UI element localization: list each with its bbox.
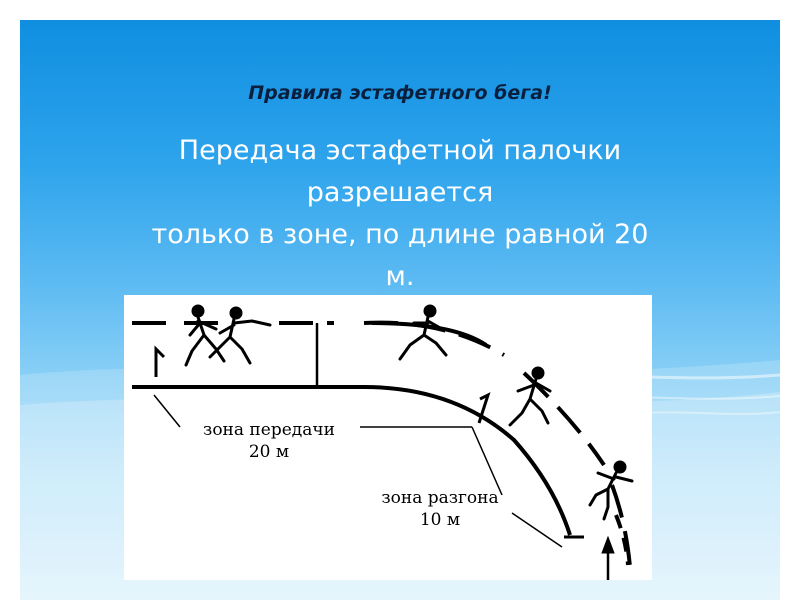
curve-flag-marker [477, 392, 491, 424]
handoff-zone-name: зона передачи [203, 420, 335, 440]
outer-dashed-curve [614, 514, 630, 566]
runner-icon [398, 304, 448, 361]
slide-subtitle: Передача эстафетной палочки разрешается … [40, 130, 760, 298]
subtitle-line: Передача эстафетной палочки [178, 135, 622, 166]
acceleration-zone-name: зона разгона [381, 488, 499, 508]
slide-title: Правила эстафетного бега! [248, 82, 552, 104]
accel-pointer-line [471, 426, 503, 496]
acceleration-zone-label: зона разгона 10 м [360, 487, 520, 531]
finish-arrow-head [601, 535, 615, 554]
inner-lane-line [132, 385, 572, 536]
relay-zone-diagram: зона передачи 20 м зона разгона 10 м [124, 295, 652, 580]
accel-pointer-line-2 [511, 512, 563, 548]
handoff-pointer-line [153, 394, 181, 428]
middle-lane-line [371, 321, 488, 347]
handoff-zone-label: зона передачи 20 м [179, 419, 359, 463]
start-flag-marker [154, 345, 166, 377]
subtitle-line: м. [385, 261, 415, 292]
runner-icon [588, 460, 634, 521]
acceleration-zone-length: 10 м [419, 510, 461, 530]
runner-pair-icon [184, 304, 272, 367]
subtitle-line: только в зоне, по длине равной 20 [151, 219, 649, 250]
runner-icon [508, 366, 552, 427]
subtitle-line: разрешается [306, 177, 494, 208]
handoff-zone-length: 20 м [248, 442, 290, 462]
relay-track-drawing [132, 304, 634, 580]
